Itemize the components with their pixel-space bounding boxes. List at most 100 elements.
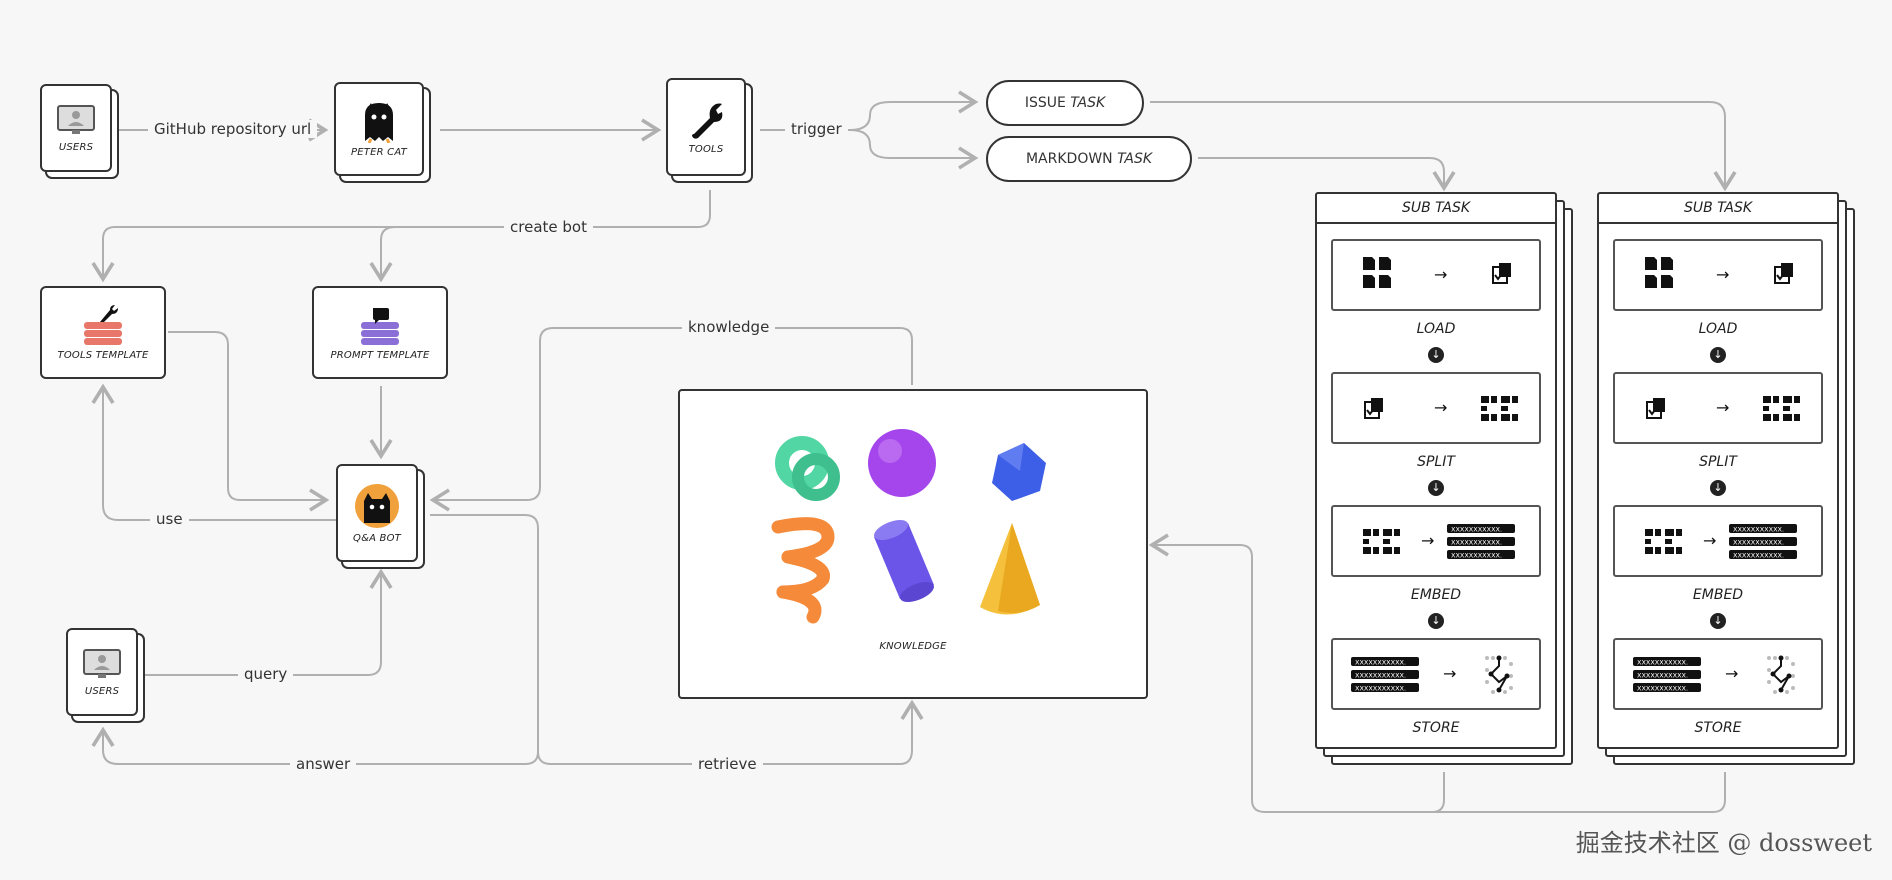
embedding-text: XXXXXXXXXXX. <box>1355 685 1406 693</box>
embedding-text: XXXXXXXXXXX. <box>1637 659 1688 667</box>
step-store-label: STORE <box>1412 720 1460 736</box>
watermark: 掘金技术社区 @ dossweet <box>1575 829 1872 857</box>
cat-avatar-icon <box>355 483 399 528</box>
edge-toolstemplate-qabot <box>168 331 330 512</box>
embedding-text: XXXXXXXXXXX. <box>1637 672 1688 680</box>
down-arrow-icon: ↓ <box>1710 480 1726 496</box>
step-embed-label: EMBED <box>1692 587 1744 603</box>
svg-text:→: → <box>1434 398 1447 417</box>
edge-subtask2-knowledge <box>1432 772 1726 813</box>
markdown-task-cylinder[interactable]: MARKDOWN TASK <box>986 136 1192 182</box>
peter-cat-label: PETER CAT <box>351 146 407 158</box>
embedding-text: XXXXXXXXXXX. <box>1733 539 1784 547</box>
down-arrow-icon: ↓ <box>1428 613 1444 629</box>
down-arrow-icon: ↓ <box>1428 347 1444 363</box>
embedding-text: XXXXXXXXXXX. <box>1733 526 1784 534</box>
edge-use <box>91 383 336 521</box>
issue-task-label: ISSUE TASK <box>1024 95 1106 111</box>
edge-label-trigger: trigger <box>785 120 848 138</box>
edge-query <box>145 568 393 676</box>
svg-text:→: → <box>1716 265 1729 284</box>
embedding-text: XXXXXXXXXXX. <box>1451 552 1502 560</box>
purple-sphere-shape <box>868 428 936 497</box>
users-bottom-node[interactable]: USERS <box>66 628 138 716</box>
down-arrow-icon: ↓ <box>1710 613 1726 629</box>
subtask-panel-issue: SUB TASK →LOAD↓→SPLIT↓→XXXXXXXXXXX.XXXXX… <box>1597 192 1855 767</box>
edge-create-bot-prompt <box>369 226 396 283</box>
edge-label-retrieve: retrieve <box>692 755 763 773</box>
step-split-box: → <box>1331 372 1541 444</box>
prompt-template-node[interactable]: PROMPT TEMPLATE <box>312 286 448 379</box>
knowledge-node[interactable]: KNOWLEDGE <box>678 389 1148 699</box>
edge-answer <box>91 726 539 765</box>
qa-bot-node[interactable]: Q&A BOT <box>336 464 418 562</box>
step-embed-box: →XXXXXXXXXXX.XXXXXXXXXXX.XXXXXXXXXXX. <box>1331 505 1541 577</box>
edge-subtask-knowledge <box>1148 533 1445 813</box>
tools-template-node[interactable]: TOOLS TEMPLATE <box>40 286 166 379</box>
down-arrow-icon: ↓ <box>1428 480 1444 496</box>
subtask-title: SUB TASK <box>1599 194 1837 224</box>
orange-spring-shape <box>771 516 835 623</box>
svg-text:→: → <box>1716 398 1729 417</box>
step-load-label: LOAD <box>1416 321 1456 337</box>
edge-retrieve <box>537 699 924 765</box>
step-embed-box: →XXXXXXXXXXX.XXXXXXXXXXX.XXXXXXXXXXX. <box>1613 505 1823 577</box>
tools-template-label: TOOLS TEMPLATE <box>57 350 149 361</box>
green-knot-shape <box>775 435 840 501</box>
step-split-label: SPLIT <box>1417 454 1455 470</box>
step-load-icon: → <box>1615 241 1821 309</box>
tools-label: TOOLS <box>688 143 724 155</box>
markdown-task-label: MARKDOWN TASK <box>1025 151 1153 167</box>
embedding-text: XXXXXXXXXXX. <box>1637 685 1688 693</box>
subtask-title: SUB TASK <box>1317 194 1555 224</box>
svg-text:→: → <box>1703 531 1716 550</box>
embedding-text: XXXXXXXXXXX. <box>1355 672 1406 680</box>
svg-text:→: → <box>1443 664 1456 683</box>
peter-cat-node[interactable]: PETER CAT <box>334 82 424 176</box>
edge-trigger-issue <box>849 90 979 131</box>
svg-text:→: → <box>1725 664 1738 683</box>
issue-task-cylinder[interactable]: ISSUE TASK <box>986 80 1144 126</box>
prompt-template-label: PROMPT TEMPLATE <box>330 350 430 361</box>
step-store-box: XXXXXXXXXXX. XXXXXXXXXXX. XXXXXXXXXXX. → <box>1331 638 1541 710</box>
embedding-text: XXXXXXXXXXX. <box>1451 526 1502 534</box>
monitor-user-icon <box>57 104 95 134</box>
yellow-cone-shape <box>980 522 1040 615</box>
step-store-box: XXXXXXXXXXX. XXXXXXXXXXX. XXXXXXXXXXX. → <box>1613 638 1823 710</box>
step-split-icon: → <box>1615 374 1821 442</box>
step-embed-icon: →XXXXXXXXXXX.XXXXXXXXXXX.XXXXXXXXXXX. <box>1615 507 1821 575</box>
wrench-icon <box>692 103 723 139</box>
step-split-box: → <box>1613 372 1823 444</box>
step-split-label: SPLIT <box>1699 454 1737 470</box>
knowledge-label: KNOWLEDGE <box>879 640 947 652</box>
down-arrow-icon: ↓ <box>1710 347 1726 363</box>
embedding-text: XXXXXXXXXXX. <box>1355 659 1406 667</box>
qa-bot-label: Q&A BOT <box>353 532 401 544</box>
edge-knowledge-qabot <box>429 327 913 512</box>
users-top-node[interactable]: USERS <box>40 84 112 172</box>
edge-create-bot <box>91 190 711 283</box>
step-load-icon: → <box>1333 241 1539 309</box>
edge-label-github-url: GitHub repository url <box>148 120 318 138</box>
svg-text:→: → <box>1434 265 1447 284</box>
svg-text:→: → <box>1421 531 1434 550</box>
ghost-cat-icon <box>365 102 393 143</box>
step-load-label: LOAD <box>1698 321 1738 337</box>
edge-label-create-bot: create bot <box>504 218 593 236</box>
edge-label-answer: answer <box>290 755 357 773</box>
edge-trigger-markdown <box>849 129 979 170</box>
edge-qabot-out <box>430 514 539 752</box>
step-store-label: STORE <box>1694 720 1742 736</box>
violet-cylinder-shape <box>874 519 934 602</box>
users-top-label: USERS <box>58 141 94 153</box>
edge-issue-subtask <box>1150 101 1737 192</box>
edge-label-query: query <box>238 665 294 683</box>
prompt-template-icon <box>361 308 399 345</box>
step-load-box: → <box>1331 239 1541 311</box>
tools-node[interactable]: TOOLS <box>666 78 746 176</box>
subtask-panel-markdown: SUB TASK →LOAD↓→SPLIT↓→XXXXXXXXXXX.XXXXX… <box>1315 192 1573 767</box>
knowledge-shapes-illustration <box>771 428 1046 623</box>
step-embed-icon: →XXXXXXXXXXX.XXXXXXXXXXX.XXXXXXXXXXX. <box>1333 507 1539 575</box>
edge-label-knowledge: knowledge <box>682 318 776 336</box>
